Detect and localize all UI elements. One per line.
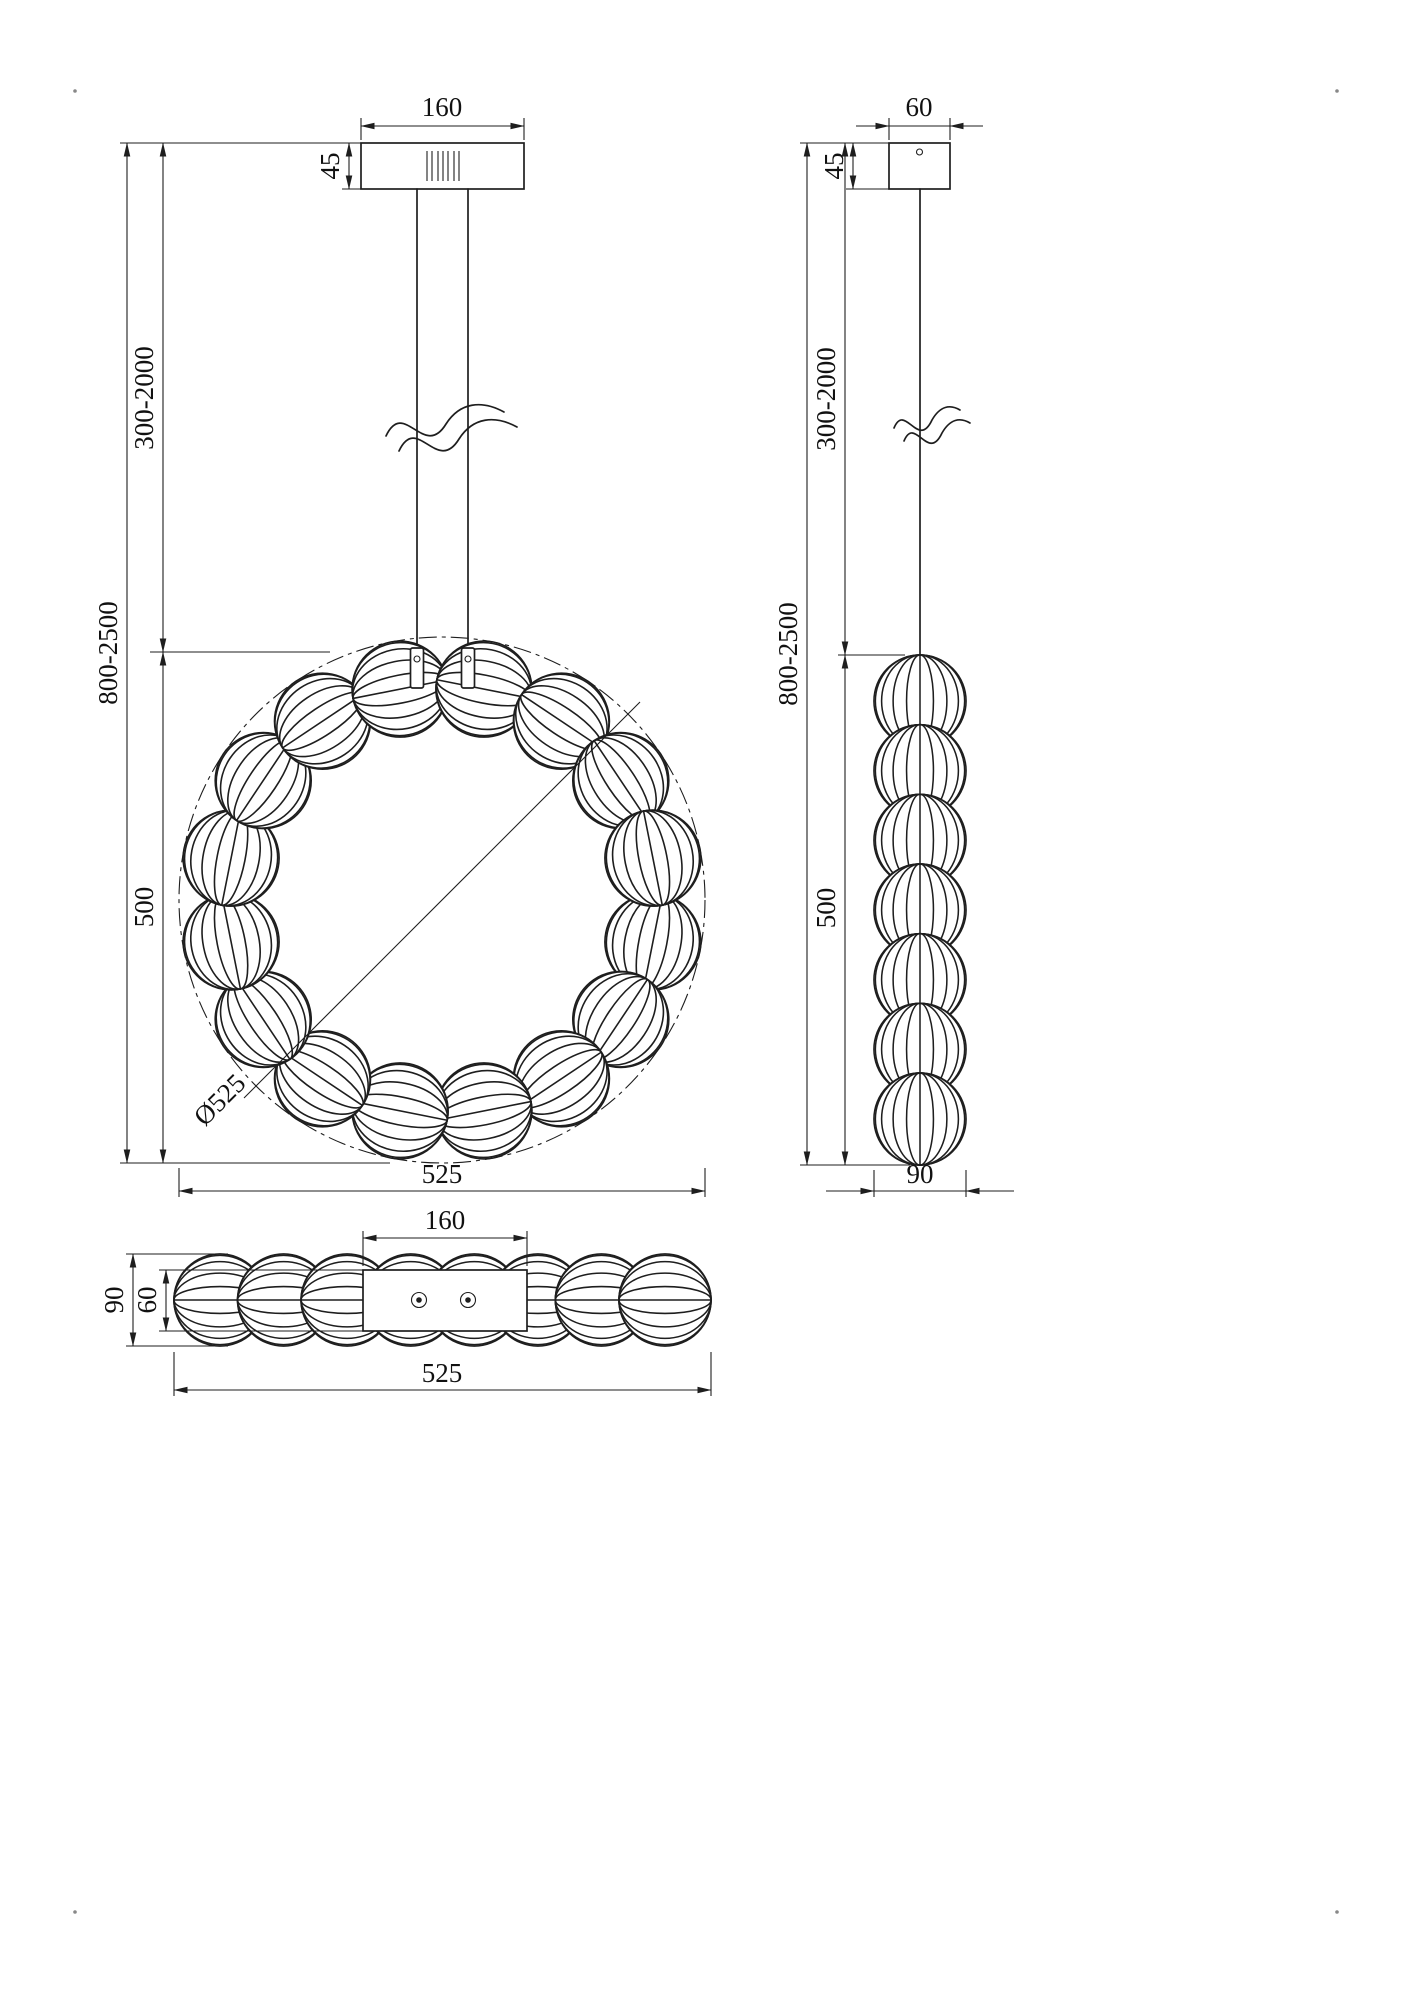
bead bbox=[873, 1072, 967, 1166]
side-break-symbol bbox=[893, 405, 971, 445]
side-dimensions: 60 45 800-2500 300-2000 500 90 bbox=[773, 92, 1014, 1197]
dim-label-side-canopy-width: 60 bbox=[906, 92, 933, 122]
front-break-symbol bbox=[385, 403, 518, 452]
side-canopy bbox=[888, 142, 951, 190]
dim-label-front-overall-height: 800-2500 bbox=[93, 601, 123, 705]
dim-label-front-fixture-height: 500 bbox=[129, 887, 159, 928]
dim-label-top-overall-width: 525 bbox=[422, 1358, 463, 1388]
dim-label-front-canopy-height: 45 bbox=[315, 153, 345, 180]
dim-label-side-overall-height: 800-2500 bbox=[773, 602, 803, 706]
registration-marks bbox=[73, 89, 1339, 1914]
side-bead-stack bbox=[873, 654, 967, 1166]
dim-label-top-plate-depth: 60 bbox=[132, 1287, 162, 1314]
dim-label-side-fixture-height: 500 bbox=[811, 888, 841, 929]
bead bbox=[618, 1253, 712, 1347]
top-mounting-plate bbox=[362, 1269, 528, 1332]
dim-label-top-fixture-depth: 90 bbox=[99, 1287, 129, 1314]
dim-label-front-canopy-width: 160 bbox=[422, 92, 463, 122]
top-plate-screws bbox=[410, 1291, 477, 1309]
dim-label-side-suspension-length: 300-2000 bbox=[811, 347, 841, 451]
dim-label-front-suspension-length: 300-2000 bbox=[129, 346, 159, 450]
side-view: 60 45 800-2500 300-2000 500 90 bbox=[773, 92, 1014, 1197]
dim-label-front-ring-diameter: Ø525 bbox=[188, 1068, 252, 1132]
front-dimensions: 160 45 800-2500 300-2000 500 525 bbox=[93, 92, 706, 1197]
front-attachment-plates bbox=[409, 647, 476, 689]
dim-label-top-plate-width: 160 bbox=[425, 1205, 466, 1235]
top-view: 160 90 60 525 bbox=[99, 1205, 712, 1396]
front-view: Ø525 160 45 800-2500 300-2000 500 bbox=[93, 92, 711, 1197]
top-dimensions: 160 90 60 525 bbox=[99, 1205, 712, 1396]
front-diameter-line bbox=[243, 701, 641, 1099]
front-ring-centerline bbox=[178, 636, 706, 1164]
dim-label-side-fixture-width: 90 bbox=[907, 1159, 934, 1189]
side-canopy-screw-icon bbox=[915, 148, 924, 156]
front-canopy-vent-icon bbox=[426, 151, 460, 181]
dim-label-front-overall-width: 525 bbox=[422, 1159, 463, 1189]
